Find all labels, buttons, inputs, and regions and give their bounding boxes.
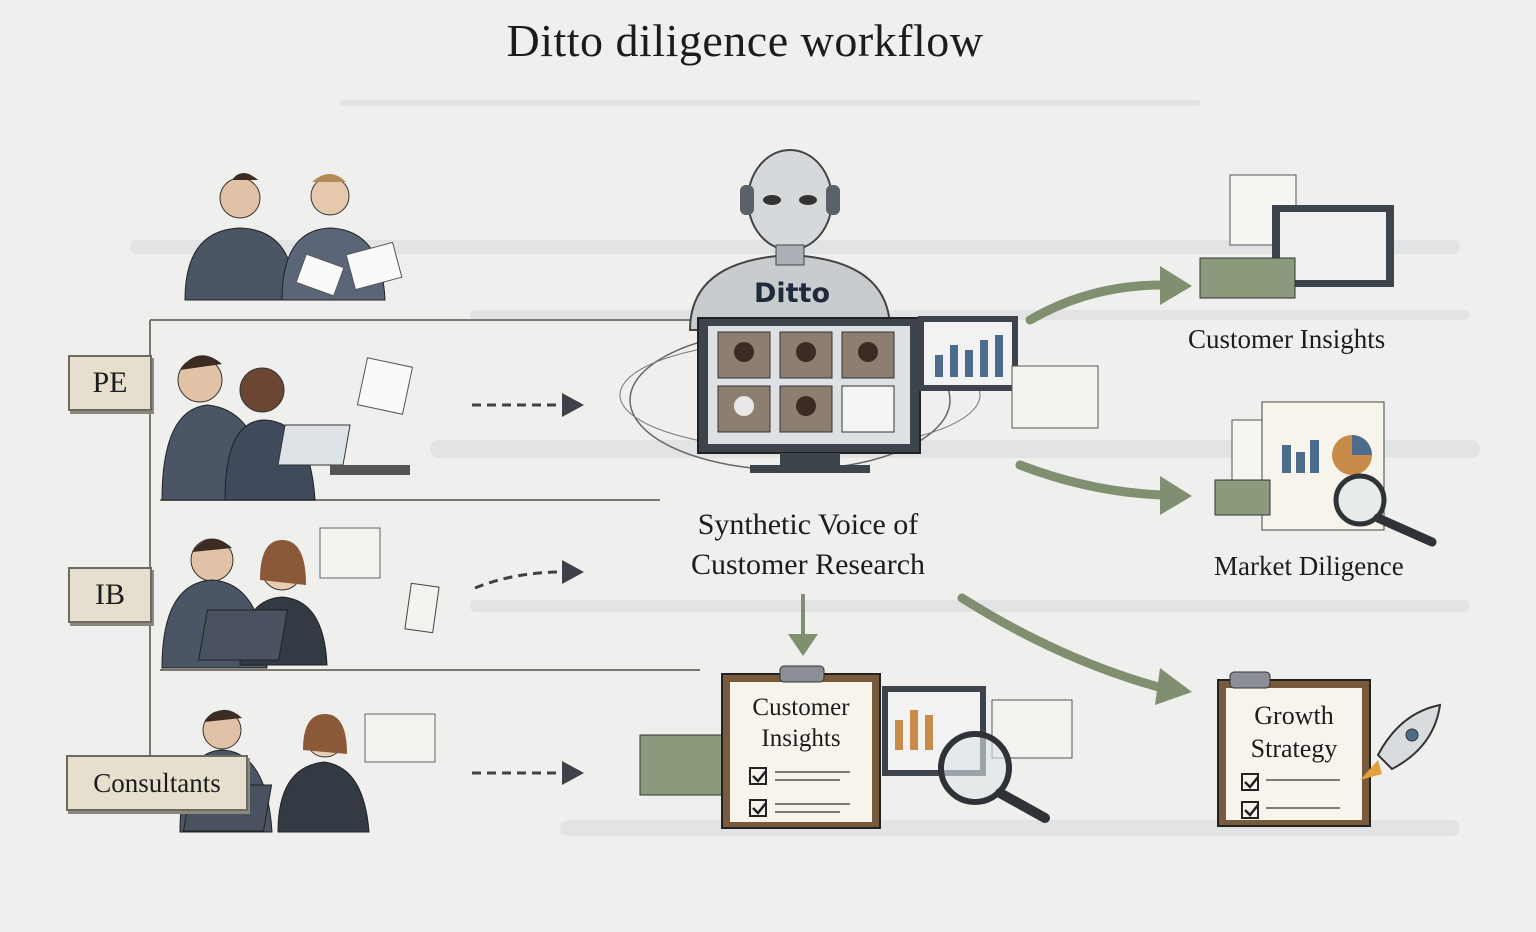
robot-label: Ditto <box>753 278 831 309</box>
persona-monitor <box>697 317 921 473</box>
center-clipboard-label: Customer Insights <box>730 692 872 754</box>
clipboard-line-1: Customer <box>752 694 850 721</box>
pe-people-illustration <box>161 355 414 501</box>
growth-line-2: Strategy <box>1250 734 1338 763</box>
side-monitor-chart <box>918 316 1099 429</box>
down-arrow <box>788 634 818 656</box>
ib-people-illustration <box>161 527 440 669</box>
growth-strategy-clipboard <box>1217 671 1371 827</box>
market-diligence-illustration <box>1214 401 1437 547</box>
output-growth-strategy: Growth Strategy <box>1226 699 1362 765</box>
rocket-icon <box>1360 703 1442 780</box>
robot-illustration <box>619 149 981 471</box>
output-customer-insights: Customer Insights <box>1188 324 1386 354</box>
center-clipboard <box>639 665 1073 829</box>
role-label-ib: IB <box>68 567 152 623</box>
caption-line-2: Customer Research <box>690 548 926 581</box>
output-arrows <box>957 280 1167 693</box>
output-market-diligence: Market Diligence <box>1214 551 1404 581</box>
dashed-arrow-ib <box>474 570 563 590</box>
role-label-pe: PE <box>68 355 152 411</box>
customer-insights-illustration <box>1199 174 1394 299</box>
growth-line-1: Growth <box>1254 701 1334 730</box>
center-caption: Synthetic Voice of Customer Research <box>608 505 1008 585</box>
clipboard-line-2: Insights <box>761 725 841 752</box>
caption-line-1: Synthetic Voice of <box>697 508 919 541</box>
top-people-illustration <box>184 173 403 301</box>
role-label-consultants: Consultants <box>66 755 248 811</box>
page-title: Ditto diligence workflow <box>506 15 984 66</box>
